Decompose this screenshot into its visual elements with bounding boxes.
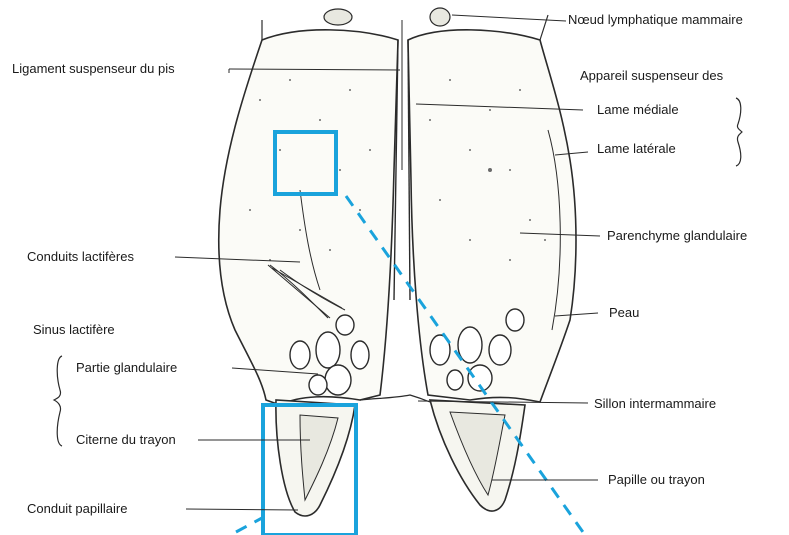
label-partie-glandulaire: Partie glandulaire	[76, 360, 177, 376]
dashed-connector-left	[236, 518, 262, 532]
label-sillon-intermammaire: Sillon intermammaire	[594, 396, 716, 412]
lymph-node-left	[324, 9, 352, 25]
bracket-sinus	[54, 356, 62, 446]
label-noeud-lymphatique: Nœud lymphatique mammaire	[568, 12, 743, 28]
label-appareil-suspenseur: Appareil suspenseur des	[580, 68, 723, 84]
bracket-appareil	[736, 98, 742, 166]
label-ligament-suspenseur: Ligament suspenseur du pis	[12, 61, 175, 77]
label-lame-mediale: Lame médiale	[597, 102, 679, 118]
label-conduits-lactiferes: Conduits lactifères	[27, 249, 134, 265]
label-sinus-lactifere: Sinus lactifère	[33, 322, 115, 338]
lymph-node-right	[430, 8, 450, 26]
label-lame-laterale: Lame latérale	[597, 141, 676, 157]
label-parenchyme: Parenchyme glandulaire	[607, 228, 747, 244]
label-papille-trayon: Papille ou trayon	[608, 472, 705, 488]
label-conduit-papillaire: Conduit papillaire	[27, 501, 127, 517]
label-citerne-trayon: Citerne du trayon	[76, 432, 176, 448]
label-peau: Peau	[609, 305, 639, 321]
